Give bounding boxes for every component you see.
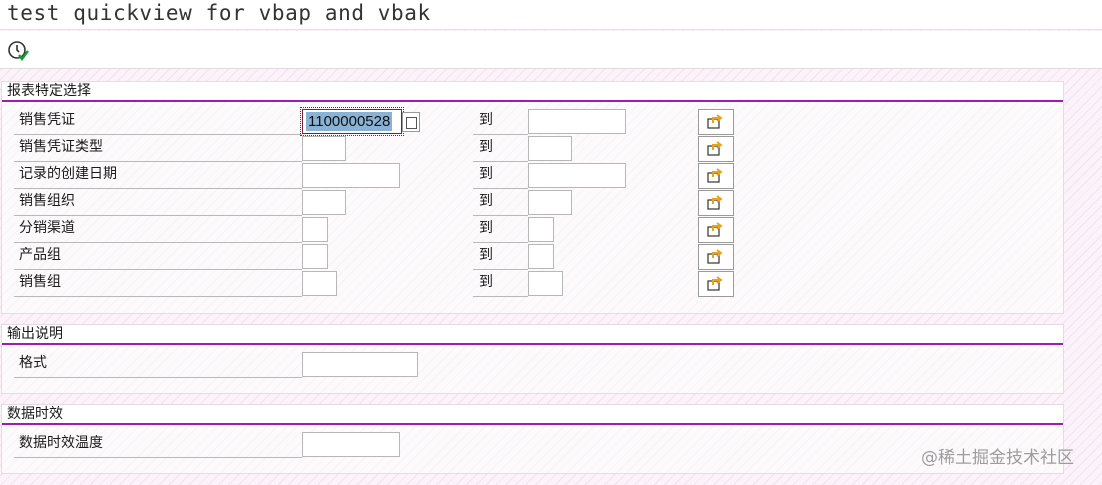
selection-row-sales-doc-type: 销售凭证类型 到 [2,136,1063,163]
label-sales-doc: 销售凭证 [14,109,302,135]
to-label: 到 [473,271,528,297]
execute-clock-check-icon [8,41,29,61]
sales-doc-from-input[interactable]: 1100000528 [300,107,404,136]
data-aging-group: 数据时效 数据时效温度 [1,404,1064,474]
sales-org-from-input[interactable] [302,190,346,215]
selection-row-sales-group: 销售组 到 [2,271,1063,298]
multiple-selection-arrow-icon [707,114,723,129]
label-created-date: 记录的创建日期 [14,163,302,189]
group-header-selection: 报表特定选择 [2,82,1063,102]
multiple-selection-arrow-icon [707,168,723,183]
division-from-input[interactable] [302,244,328,269]
sales-doc-type-to-input[interactable] [528,136,572,161]
multiple-selection-button[interactable] [698,271,734,297]
selection-row-created-date: 记录的创建日期 到 [2,163,1063,190]
watermark-text: @稀土掘金技术社区 [921,448,1074,468]
value-help-button[interactable] [402,112,420,132]
distribution-channel-to-input[interactable] [528,217,554,242]
to-label: 到 [473,136,528,162]
group-title: 数据时效 [7,406,63,422]
multiple-selection-button[interactable] [698,217,734,243]
division-to-input[interactable] [528,244,554,269]
execute-button[interactable] [7,40,29,62]
multiple-selection-button[interactable] [698,109,734,135]
sales-org-to-input[interactable] [528,190,572,215]
selected-text: 1100000528 [306,112,393,131]
label-sales-org: 销售组织 [14,190,302,216]
label-division: 产品组 [14,244,302,270]
label-sales-group: 销售组 [14,271,302,297]
output-row-format: 格式 [2,352,1063,379]
sales-doc-to-input[interactable] [528,109,626,134]
data-temperature-input[interactable] [302,432,400,457]
selection-row-sales-org: 销售组织 到 [2,190,1063,217]
group-header-output: 输出说明 [2,325,1063,345]
sales-group-from-input[interactable] [302,271,337,296]
distribution-channel-from-input[interactable] [302,217,328,242]
format-input[interactable] [302,352,418,377]
multiple-selection-arrow-icon [707,195,723,210]
multiple-selection-button[interactable] [698,190,734,216]
created-date-from-input[interactable] [302,163,400,188]
window-title: test quickview for vbap and vbak [7,1,431,25]
label-sales-doc-type: 销售凭证类型 [14,136,302,162]
to-label: 到 [473,217,528,243]
created-date-to-input[interactable] [528,163,626,188]
group-title: 输出说明 [7,326,63,342]
toolbar [0,31,1102,69]
sales-group-to-input[interactable] [528,271,563,296]
selection-row-sales-doc: 销售凭证 1100000528 到 [2,107,1063,136]
multiple-selection-arrow-icon [707,222,723,237]
to-label: 到 [473,190,528,216]
group-title: 报表特定选择 [7,83,91,99]
sales-doc-type-from-input[interactable] [302,136,346,161]
multiple-selection-arrow-icon [707,141,723,156]
multiple-selection-button[interactable] [698,163,734,189]
selection-row-division: 产品组 到 [2,244,1063,271]
to-label: 到 [473,163,528,189]
label-data-temperature: 数据时效温度 [14,432,302,458]
label-format: 格式 [14,352,302,378]
multiple-selection-arrow-icon [707,276,723,291]
to-label: 到 [473,109,528,135]
selection-group: 报表特定选择 销售凭证 1100000528 到 销售凭证类型 到 记录的创建日… [1,81,1064,314]
label-distribution-channel: 分销渠道 [14,217,302,243]
multiple-selection-arrow-icon [707,249,723,264]
selection-row-distribution-channel: 分销渠道 到 [2,217,1063,244]
output-group: 输出说明 格式 [1,324,1064,394]
multiple-selection-button[interactable] [698,244,734,270]
multiple-selection-button[interactable] [698,136,734,162]
data-aging-row-temperature: 数据时效温度 [2,432,1063,459]
title-bar: test quickview for vbap and vbak [0,0,1102,30]
to-label: 到 [473,244,528,270]
group-header-data-aging: 数据时效 [2,405,1063,425]
